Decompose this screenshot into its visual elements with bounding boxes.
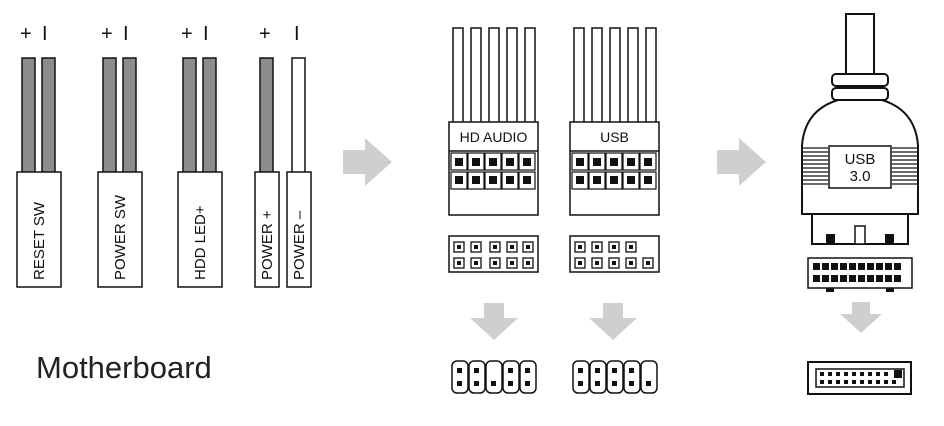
- hdd-led-label: HDD LED+: [192, 205, 209, 280]
- usb-label: USB: [600, 129, 629, 145]
- power-plus-connector: + POWER +: [254, 23, 280, 288]
- reset-sw-housing: [16, 171, 62, 288]
- hdd-led-housing: [177, 171, 223, 288]
- power-plus-housing: [254, 171, 280, 288]
- usb-wires: [573, 27, 657, 125]
- reset-sw-label: RESET SW: [31, 201, 48, 280]
- power-sw-wire-minus: [122, 57, 137, 174]
- power-sw-housing: [97, 171, 143, 288]
- hd-audio-label: HD AUDIO: [460, 129, 528, 145]
- hdd-led-connector: + I HDD LED+: [177, 23, 223, 288]
- power-plus-polarity: +: [259, 23, 271, 45]
- power-plus-label: POWER +: [259, 210, 276, 280]
- usb3-socket-outline: [807, 361, 912, 395]
- power-sw-label: POWER SW: [112, 194, 129, 280]
- reset-sw-plus: +: [20, 23, 32, 45]
- down-arrow-icon: [840, 302, 882, 333]
- power-plus-wire: [259, 57, 274, 174]
- hdd-led-minus: I: [203, 23, 209, 45]
- power-minus-housing: [286, 171, 312, 288]
- power-sw-wire-plus: [102, 57, 117, 174]
- usb3-cable: [845, 13, 875, 77]
- down-arrow-icon: [589, 303, 637, 340]
- hd-audio-pin-outline: [451, 360, 537, 394]
- power-minus-label: POWER –: [291, 210, 308, 280]
- usb-connector: USB: [569, 27, 660, 216]
- reset-sw-minus: I: [42, 23, 48, 45]
- hdd-led-wire-minus: [202, 57, 217, 174]
- usb-pin-header: [569, 235, 660, 273]
- reset-sw-connector: + I RESET SW: [16, 23, 62, 288]
- right-arrow-icon: [343, 138, 392, 186]
- power-sw-connector: + I POWER SW: [97, 23, 143, 288]
- usb3-label-box: [828, 145, 892, 189]
- usb-pin-outline: [572, 360, 658, 394]
- motherboard-caption: Motherboard: [36, 350, 212, 385]
- power-minus-polarity: I: [294, 23, 300, 45]
- hd-audio-connector: HD AUDIO: [448, 27, 539, 216]
- reset-sw-wire-plus: [21, 57, 36, 174]
- down-arrow-icon: [470, 303, 518, 340]
- power-minus-wire: [291, 57, 306, 174]
- power-sw-minus: I: [123, 23, 129, 45]
- power-sw-plus: +: [101, 23, 113, 45]
- hd-audio-pin-header: [448, 235, 539, 273]
- hd-audio-wires: [452, 27, 536, 125]
- usb3-label-line1: USB: [845, 151, 876, 168]
- hdd-led-wire-plus: [182, 57, 197, 174]
- usb3-label-line2: 3.0: [850, 168, 871, 185]
- power-minus-connector: I POWER –: [286, 23, 312, 288]
- hdd-led-plus: +: [181, 23, 193, 45]
- reset-sw-wire-minus: [41, 57, 56, 174]
- usb3-pin-header: [807, 257, 913, 292]
- usb3-connector: USB 3.0: [801, 13, 919, 245]
- right-arrow-icon: [717, 138, 766, 186]
